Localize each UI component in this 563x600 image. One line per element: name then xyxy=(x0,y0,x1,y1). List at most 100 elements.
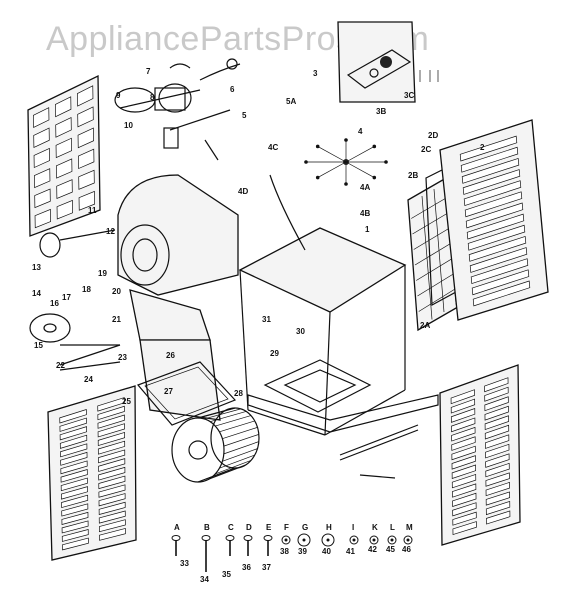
grille-slot xyxy=(97,423,125,438)
hardware-letter-d: D xyxy=(246,523,252,532)
hardware-letter-k: K xyxy=(372,523,378,532)
hardware-letter-e: E xyxy=(266,523,272,532)
grille-slot xyxy=(98,501,126,515)
grille-slot xyxy=(485,491,511,506)
hardware-number-41: 41 xyxy=(346,547,355,556)
blower-wheel xyxy=(171,407,260,483)
spoke-nozzle xyxy=(372,144,377,149)
wheel-blade xyxy=(222,448,258,462)
grille-slot xyxy=(451,445,476,461)
washer-hole xyxy=(326,538,330,542)
grille-slot xyxy=(62,537,89,551)
callout-2a: 2A xyxy=(420,321,430,330)
grille-slot xyxy=(78,148,95,170)
grille-slot xyxy=(484,424,510,440)
callout-10: 10 xyxy=(124,121,133,130)
grille-slot xyxy=(451,473,477,489)
grille-slot xyxy=(56,199,73,220)
callout-13: 13 xyxy=(32,263,41,272)
callout-4d: 4D xyxy=(238,187,248,196)
hardware-number-36: 36 xyxy=(242,563,251,572)
callout-19: 19 xyxy=(98,269,107,278)
grille-slot xyxy=(485,453,510,468)
callout-12: 12 xyxy=(106,227,115,236)
hardware-letter-h: H xyxy=(326,523,332,532)
grille-slot xyxy=(451,436,476,451)
grille-slot xyxy=(465,202,524,229)
hardware-number-39: 39 xyxy=(298,547,307,556)
grille-slot xyxy=(60,469,88,483)
grille-slot xyxy=(55,116,72,138)
grille-slot xyxy=(61,511,89,525)
hardware-letter-a: A xyxy=(174,523,180,532)
distributor-spoke xyxy=(317,161,347,178)
grille-slot xyxy=(55,96,72,118)
grille-slot xyxy=(97,414,125,429)
distributor-spoke xyxy=(317,146,347,163)
callout-14: 14 xyxy=(32,289,41,298)
callout-27: 27 xyxy=(164,387,173,396)
wheel-blade xyxy=(223,441,259,455)
callout-4a: 4A xyxy=(360,183,370,192)
grille-slot xyxy=(485,462,510,478)
spoke-nozzle xyxy=(344,138,348,142)
screw-head xyxy=(225,535,235,541)
grille-slot xyxy=(60,477,88,492)
grille-slot xyxy=(78,190,95,211)
grille-slot xyxy=(98,510,126,524)
grille-slot xyxy=(34,208,51,229)
distributor-spoke xyxy=(345,161,375,178)
grille-slot xyxy=(34,168,51,189)
spoke-nozzle xyxy=(372,175,377,180)
washer-hole xyxy=(406,538,410,542)
grille-slot xyxy=(77,85,94,107)
grille-slot xyxy=(484,434,510,449)
hardware-row: A B C D E F G H I K L M 33 34 35 36 37 3… xyxy=(171,523,413,584)
grille-slot xyxy=(61,503,89,517)
left-louver-panel-bottom xyxy=(47,385,137,561)
callout-30: 30 xyxy=(296,327,305,336)
callout-24: 24 xyxy=(84,375,93,384)
hardware-number-42: 42 xyxy=(368,545,377,554)
spoke-nozzle xyxy=(344,182,348,186)
screw-head xyxy=(201,535,211,541)
grille-slot xyxy=(484,405,509,421)
grille-slot xyxy=(98,449,126,464)
grille-slot xyxy=(61,494,89,509)
grille-slot xyxy=(77,106,94,128)
hardware-letter-m: M xyxy=(406,523,413,532)
grille-slot xyxy=(59,434,88,449)
wheel-blade xyxy=(209,411,247,423)
grille-slot xyxy=(452,502,477,517)
wheel-blade xyxy=(223,434,259,447)
grille-slot xyxy=(98,475,126,490)
washer-hole xyxy=(390,538,394,542)
grille-slot xyxy=(459,135,518,162)
hardware-letter-c: C xyxy=(228,523,234,532)
callout-8: 8 xyxy=(150,93,155,102)
grille-slot xyxy=(97,405,125,421)
grille-slot xyxy=(468,235,527,262)
right-grille-panel-top xyxy=(439,119,549,321)
callout-4c: 4C xyxy=(268,143,278,152)
wheel-blade xyxy=(222,427,258,439)
callout-28: 28 xyxy=(234,389,243,398)
grille-slot xyxy=(61,520,89,534)
wheel-blade xyxy=(204,408,241,420)
callout-3: 3 xyxy=(313,69,318,78)
callout-7: 7 xyxy=(146,67,151,76)
grille-slot xyxy=(98,458,126,472)
grille-slot xyxy=(60,486,88,500)
base-rails xyxy=(59,361,419,479)
grille-slot xyxy=(97,397,125,412)
grille-slot xyxy=(34,188,51,209)
grille-slot xyxy=(33,127,50,149)
blower-housing xyxy=(117,174,239,421)
spoke-nozzle xyxy=(315,144,320,149)
grille-slot xyxy=(464,191,523,218)
grille-slot xyxy=(452,483,477,498)
grille-slot xyxy=(485,472,510,487)
pump-assembly xyxy=(337,21,439,103)
frame-rib xyxy=(433,188,445,313)
right-louver-panel-bottom xyxy=(439,364,521,546)
